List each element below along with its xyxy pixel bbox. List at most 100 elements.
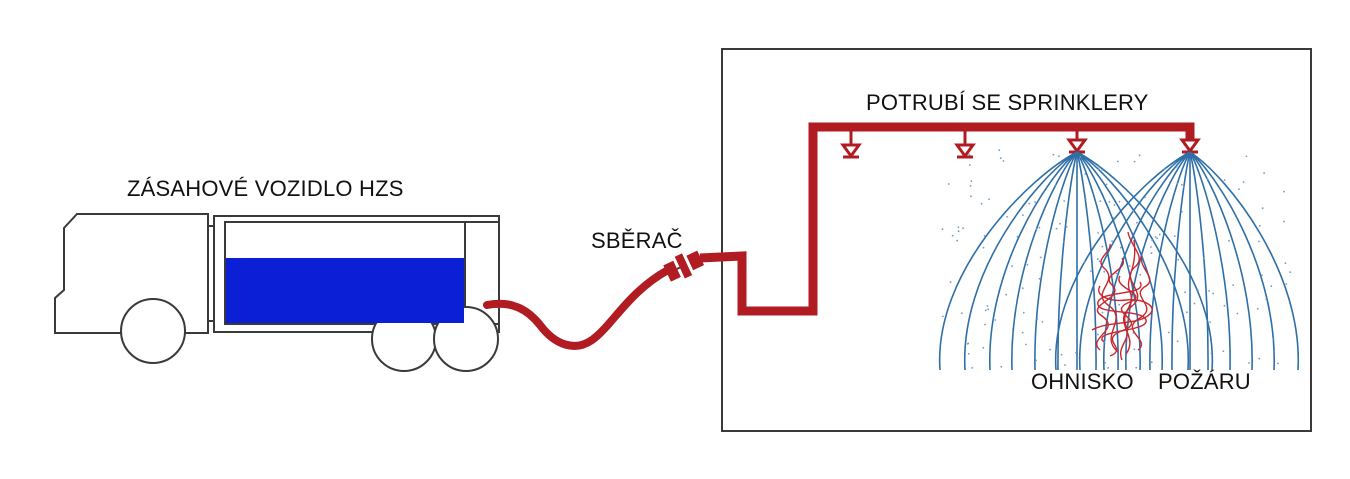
water-droplet — [1209, 321, 1212, 323]
water-droplet — [941, 228, 944, 231]
water-droplet — [970, 195, 972, 198]
water-droplet — [1111, 240, 1113, 243]
sprinkler-pipe — [699, 122, 1195, 316]
water-droplet — [942, 315, 944, 318]
water-droplet — [1202, 257, 1205, 260]
water-droplet — [1112, 217, 1115, 219]
water-droplet — [951, 234, 954, 237]
water-droplet — [1035, 228, 1038, 231]
water-droplet — [1103, 270, 1106, 273]
water-droplet — [1139, 273, 1142, 276]
water-droplet — [969, 185, 972, 187]
water-droplet — [1176, 183, 1179, 185]
water-droplet — [987, 308, 990, 311]
water-droplet — [1097, 333, 1099, 336]
water-droplet — [962, 227, 964, 230]
water-droplet — [1261, 274, 1263, 276]
water-droplet — [1104, 361, 1106, 364]
water-droplet — [1232, 284, 1235, 286]
water-droplet — [1154, 236, 1157, 238]
sprinkler-head-2 — [954, 131, 976, 159]
water-droplet — [1107, 367, 1109, 369]
water-droplet — [1151, 239, 1154, 242]
water-droplet — [1115, 272, 1118, 275]
collector-coupling — [663, 250, 705, 282]
sprinkler-head-3 — [1066, 131, 1088, 154]
water-droplet — [1261, 207, 1264, 210]
water-droplet — [1128, 265, 1131, 267]
water-droplet — [1238, 188, 1240, 191]
water-droplet — [1138, 154, 1141, 157]
water-droplet — [960, 312, 963, 314]
water-droplet — [1016, 235, 1019, 238]
water-droplet — [1083, 261, 1086, 264]
water-droplet — [1113, 204, 1116, 207]
spray-line — [1076, 151, 1163, 371]
water-droplet — [1021, 287, 1024, 290]
water-droplet — [1175, 165, 1178, 168]
water-droplet — [1270, 285, 1273, 288]
water-droplet — [1041, 321, 1044, 323]
sprinkler-head-1 — [840, 131, 862, 159]
water-droplet — [1222, 350, 1225, 353]
water-droplet — [1054, 184, 1057, 186]
water-droplet — [1028, 202, 1031, 205]
water-droplet — [1097, 165, 1100, 168]
water-droplet — [1258, 357, 1261, 360]
water-droplet — [1132, 210, 1135, 213]
water-droplet — [1228, 239, 1230, 242]
spray-line — [1034, 151, 1078, 371]
water-droplet — [1176, 340, 1179, 343]
water-droplet — [1177, 258, 1180, 261]
water-droplet — [994, 319, 997, 321]
water-droplet — [1021, 331, 1024, 334]
water-droplet — [1135, 366, 1138, 369]
spray-line — [1149, 151, 1191, 371]
spray-line — [1076, 151, 1097, 371]
fire-focus-label-word1: OHNISKO — [1031, 369, 1134, 394]
water-droplet — [1265, 298, 1268, 300]
water-droplet — [949, 281, 952, 283]
water-droplet — [970, 180, 973, 183]
water-droplet — [1210, 352, 1213, 355]
water-droplet — [957, 226, 960, 229]
water-droplet — [1076, 357, 1079, 359]
spray-line — [1103, 151, 1191, 371]
water-droplet — [1133, 160, 1136, 163]
water-droplet — [1006, 216, 1008, 218]
water-droplet — [1263, 172, 1265, 175]
water-droplet — [1197, 289, 1199, 292]
collector-label: SBĚRAČ — [591, 228, 683, 253]
water-droplet — [1038, 226, 1041, 229]
fire-hose — [483, 266, 672, 350]
water-droplet — [1223, 304, 1226, 307]
water-droplet — [986, 305, 989, 307]
water-droplet — [1173, 235, 1176, 238]
spray-line — [1189, 151, 1275, 371]
sprinkler-head-4 — [1179, 131, 1201, 154]
water-droplet — [1105, 183, 1108, 186]
water-droplet — [1101, 168, 1103, 171]
water-droplet — [1022, 214, 1024, 217]
front-wheel — [120, 298, 186, 364]
fire-focus-label-word2: POŽÁRU — [1158, 369, 1251, 394]
water-droplet — [1212, 292, 1215, 295]
water-droplet — [1158, 233, 1161, 236]
water-droplet — [1038, 277, 1041, 280]
spray-line — [1057, 151, 1078, 371]
water-droplet — [1163, 168, 1166, 170]
water-droplet — [971, 367, 974, 369]
water-droplet — [1099, 200, 1102, 203]
spray-line — [1189, 151, 1231, 371]
water-droplet — [956, 239, 959, 242]
water-droplet — [1035, 359, 1037, 362]
water-droplet — [999, 157, 1002, 160]
water-droplet — [1096, 258, 1099, 260]
water-droplet — [983, 235, 986, 237]
fire-squiggle — [1091, 231, 1153, 361]
water-droplet — [1289, 271, 1292, 273]
water-droplet — [1256, 307, 1259, 310]
water-droplet — [1118, 200, 1121, 203]
water-droplet — [1058, 155, 1060, 158]
water-tank-fill — [226, 258, 464, 323]
